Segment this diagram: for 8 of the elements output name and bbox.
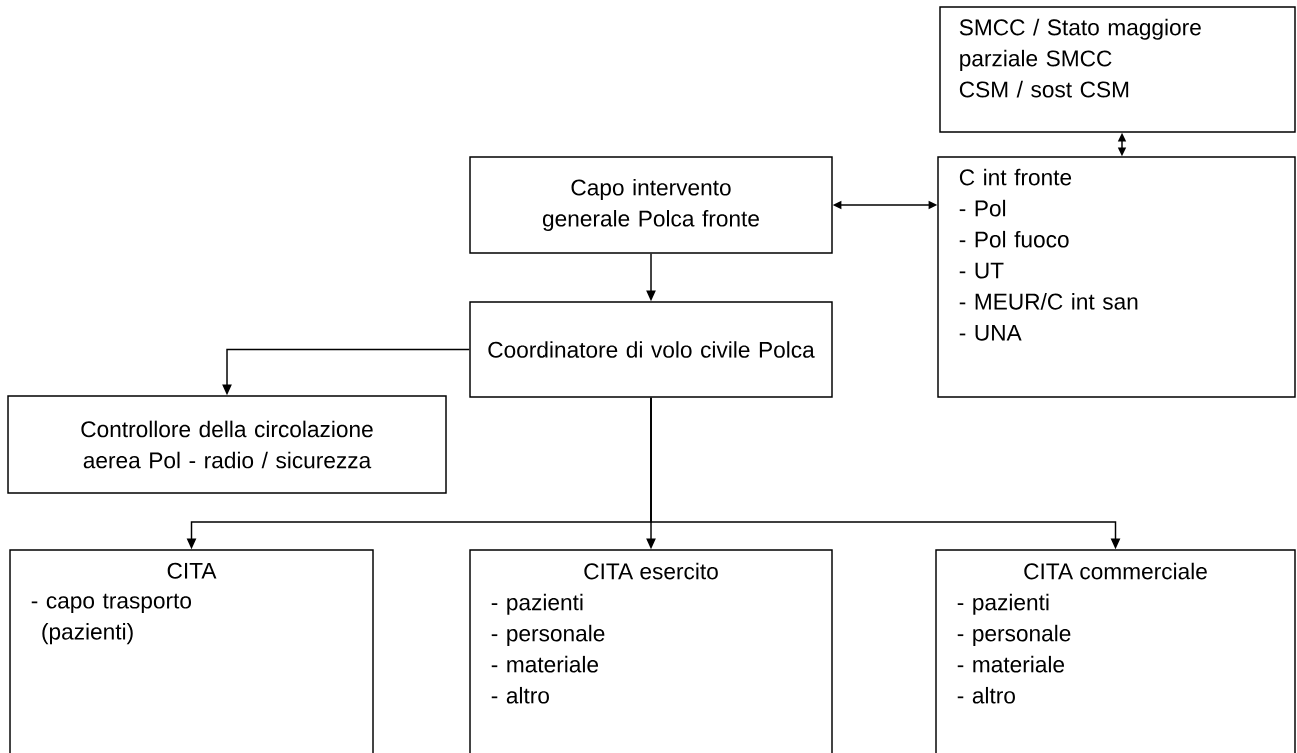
- org-box: CITA commerciale - pazienti - personale - materiale - altro: [935, 549, 1296, 753]
- org-box: C int fronte - Pol - Pol fuoco - UT - MEUR/C int san - UNA: [937, 156, 1296, 398]
- org-box: Coordinatore di volo civile Polca: [469, 301, 833, 398]
- org-box: SMCC / Stato maggiore parziale SMCC CSM / sost CSM: [939, 6, 1296, 133]
- org-box: Controllore della circolazione aerea Pol - radio / sicurezza: [7, 395, 447, 494]
- org-box: CITA esercito - pazienti - personale - materiale - altro: [469, 549, 833, 753]
- org-box: CITA - capo trasporto (pazienti): [9, 549, 374, 753]
- org-box: Capo intervento generale Polca fronte: [469, 156, 833, 254]
